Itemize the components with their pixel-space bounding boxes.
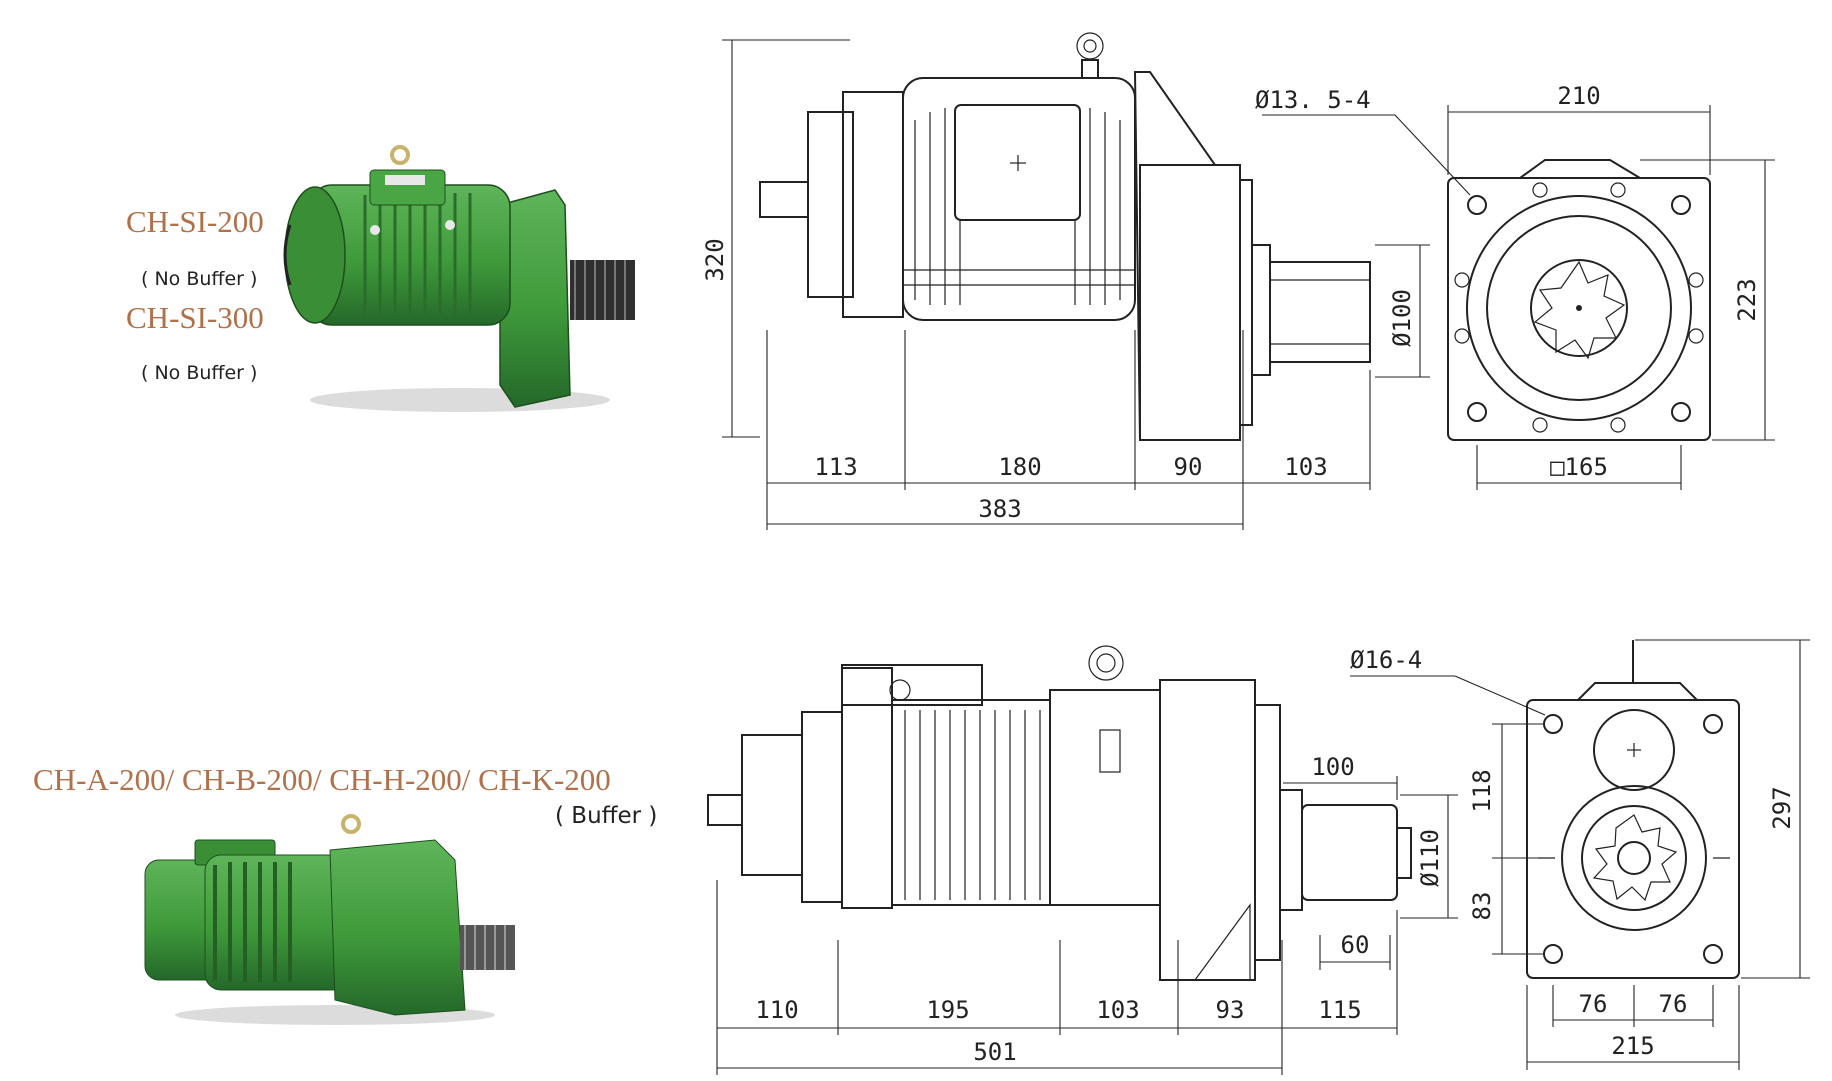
note-no-buffer-1: ( No Buffer ) [141,268,258,290]
dim-bottom-seg5: 115 [1318,996,1361,1024]
dim-top-shaft-dia: Ø100 [1388,289,1416,347]
dim-top-hole-spec: Ø13. 5-4 [1255,86,1371,114]
model-label-ch-si-300: CH-SI-300 [126,300,264,335]
dim-bottom-lower: 83 [1468,892,1496,921]
dim-bottom-shaft-dia: Ø110 [1416,829,1444,887]
dim-top-height: 320 [701,238,729,281]
dim-bottom-seg1: 110 [755,996,798,1024]
dim-top-seg2: 180 [998,453,1041,481]
dim-top-bolt-square: □165 [1550,453,1608,481]
dim-top-flange-width: 210 [1557,82,1600,110]
dim-bottom-width: 215 [1611,1032,1654,1060]
dim-bottom-seg4: 93 [1216,996,1245,1024]
dim-bottom-key-len: 60 [1341,931,1370,959]
motor-photo-buffer [144,814,515,1025]
dim-top-seg1: 113 [814,453,857,481]
dim-top-seg3: 90 [1174,453,1203,481]
model-label-ch-si-200: CH-SI-200 [126,204,264,239]
dim-top-seg4: 103 [1284,453,1327,481]
dim-top-flange-height: 223 [1733,278,1761,321]
note-no-buffer-2: ( No Buffer ) [141,362,258,384]
dim-bottom-half-right: 76 [1659,990,1688,1018]
note-buffer: ( Buffer ) [555,803,658,829]
dim-bottom-seg2: 195 [926,996,969,1024]
dim-bottom-seg3: 103 [1096,996,1139,1024]
dim-bottom-upper: 118 [1468,769,1496,812]
dim-bottom-total: 501 [973,1038,1016,1066]
model-label-buffer-series: CH-A-200/ CH-B-200/ CH-H-200/ CH-K-200 [33,762,611,797]
motor-photo-no-buffer [283,145,635,412]
dim-bottom-half-left: 76 [1579,990,1608,1018]
dim-bottom-hole-spec: Ø16-4 [1350,646,1422,674]
dim-bottom-height: 297 [1768,786,1796,829]
dim-top-total: 383 [978,495,1021,523]
dim-bottom-shaft-len: 100 [1311,753,1354,781]
